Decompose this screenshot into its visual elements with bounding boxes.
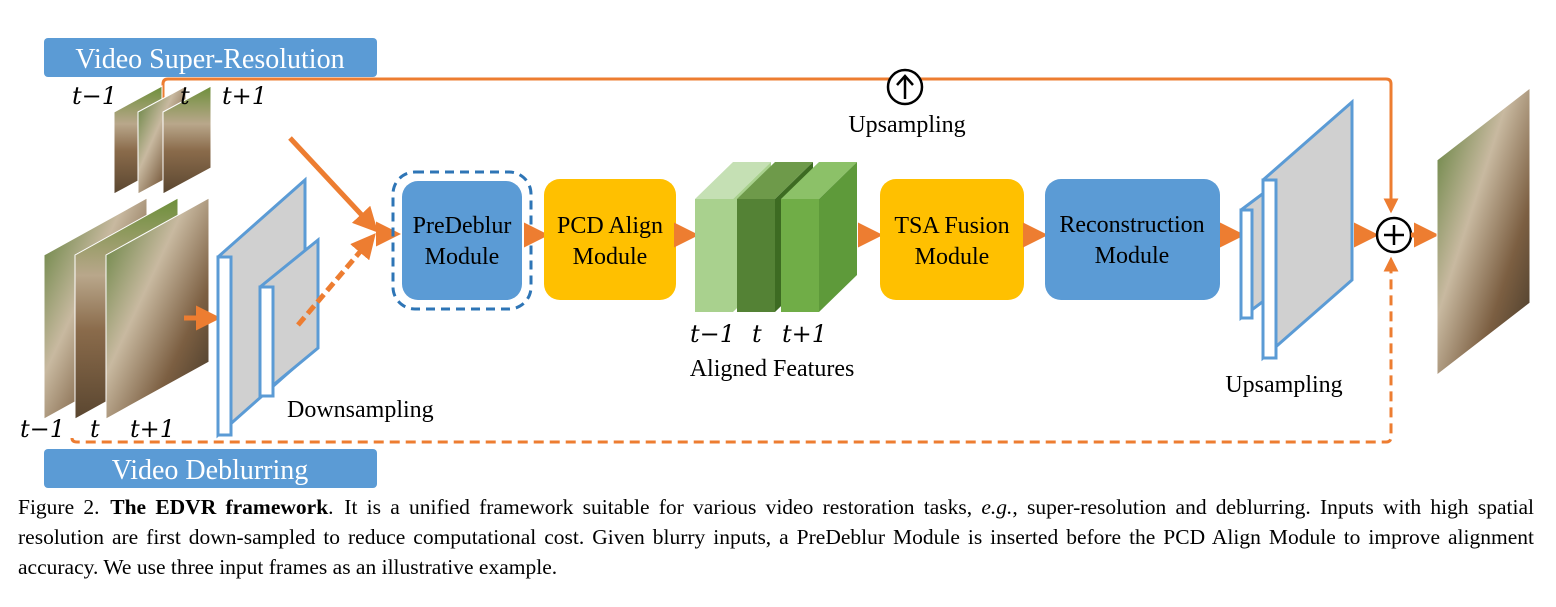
output-frame [1436,86,1531,377]
downsampled-to-predeblur-arrow [296,233,376,327]
sr-label-next: t+1 [222,82,267,110]
pcd-align-module [544,179,676,300]
sr-label-cur: t [180,82,190,110]
deblur-frame-next [105,197,210,420]
predeblur-module [402,181,522,300]
tsa-fusion-module [880,179,1024,300]
sr-label-prev: t−1 [72,82,117,110]
deblur-task-label-bg [44,449,377,488]
upsampling-output-label: Upsampling [1225,372,1342,398]
downsampling-block [216,176,320,439]
reconstruction-module [1045,179,1220,300]
predeblur-line1: PreDeblur [413,213,512,239]
sr-task-label: Video Super-Resolution [75,44,344,75]
edvr-diagram: Upsampling Video Super-Resolution Video … [20,38,1531,488]
tsa-line1: TSA Fusion [894,213,1009,239]
feature-next [781,162,857,312]
predeblur-line2: Module [425,244,500,270]
caption-bold-title: The EDVR framework [110,495,329,519]
deblur-task-label: Video Deblurring [112,455,309,486]
deblur-label-cur: t [90,415,100,443]
reconstruction-line1: Reconstruction [1059,212,1204,238]
pcd-line1: PCD Align [557,213,663,239]
sr-input-frames [113,85,212,195]
sr-task-label-bg [44,38,377,77]
pcd-line2: Module [573,244,648,270]
predeblur-module-outline [391,170,533,311]
caption-part1: . It is a unified framework suitable for… [328,495,982,519]
feature-label-cur: t [752,320,762,348]
deblur-input-frames [43,197,210,420]
sr-frame-next [162,85,212,195]
figure-caption: Figure 2. The EDVR framework. It is a un… [18,492,1534,582]
aligned-features [695,162,857,312]
upsample-symbol [886,68,924,106]
feature-label-next: t+1 [782,320,827,348]
sr-skip-path [161,77,1399,214]
deblur-label-prev: t−1 [20,415,65,443]
add-symbol [1375,216,1413,254]
aligned-features-label: Aligned Features [690,356,855,382]
caption-part2: , super-resolution and deblurring. Input… [18,495,1534,579]
tsa-line2: Module [915,244,990,270]
upsampling-block [1239,98,1354,362]
deblur-skip-path [70,256,1399,444]
caption-eg: e.g. [981,495,1013,519]
upsampling-skip-label: Upsampling [848,112,965,138]
sr-to-predeblur-arrow [288,136,379,233]
feature-label-prev: t−1 [690,320,735,348]
downsampling-label: Downsampling [287,397,434,423]
reconstruction-line2: Module [1095,243,1170,269]
deblur-label-next: t+1 [130,415,175,443]
caption-prefix: Figure 2. [18,495,111,519]
